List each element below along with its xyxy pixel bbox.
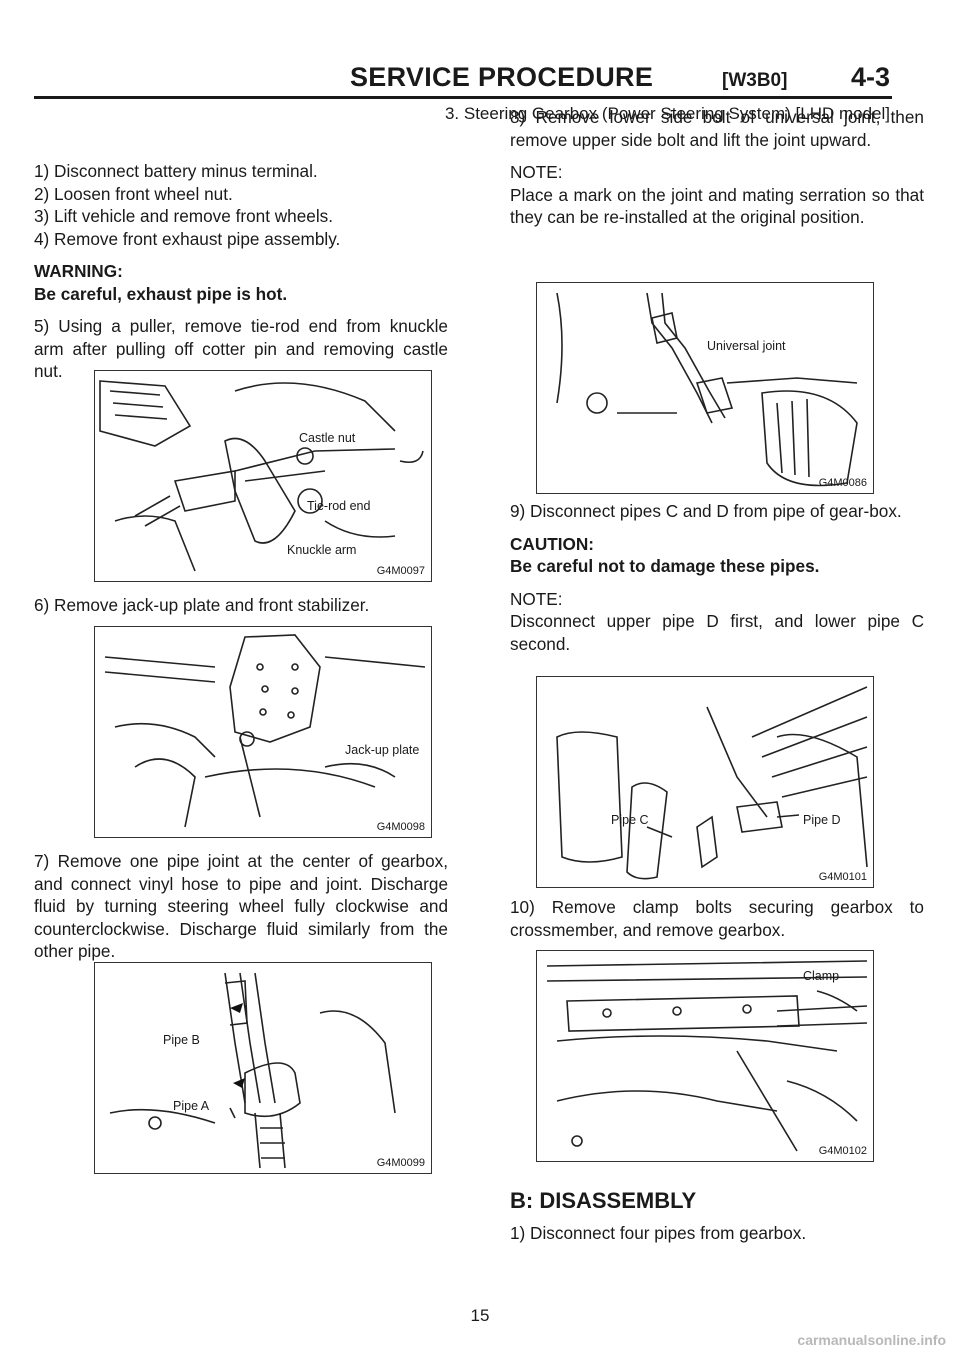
header-rule bbox=[34, 96, 892, 99]
note-label-1: NOTE: bbox=[510, 162, 563, 182]
note-label-2: NOTE: bbox=[510, 588, 563, 609]
figure-jack-up-plate: Jack-up plate G4M0098 bbox=[94, 626, 432, 838]
label-clamp: Clamp bbox=[803, 969, 840, 983]
step-5: 5) Using a puller, remove tie-rod end fr… bbox=[34, 316, 448, 381]
figure-code: G4M0098 bbox=[376, 821, 425, 833]
pipes-illustration bbox=[109, 972, 396, 1169]
universal-joint-illustration bbox=[556, 292, 858, 487]
section-heading-disassembly: B: DISASSEMBLY bbox=[510, 1188, 697, 1213]
label-tie-rod-end: Tie-rod end bbox=[307, 499, 371, 513]
note-text-1: Place a mark on the joint and mating ser… bbox=[510, 184, 924, 228]
header-title: SERVICE PROCEDURE bbox=[350, 62, 654, 92]
figure-universal-joint: Universal joint G4M0086 bbox=[536, 282, 874, 494]
label-universal-joint: Universal joint bbox=[707, 339, 786, 353]
figure-clamp: Clamp G4M0102 bbox=[536, 950, 874, 1162]
figure-code: G4M0086 bbox=[818, 477, 867, 489]
step-2: 2) Loosen front wheel nut. bbox=[34, 183, 233, 204]
step-9: 9) Disconnect pipes C and D from pipe of… bbox=[510, 501, 902, 521]
step-7: 7) Remove one pipe joint at the center o… bbox=[34, 851, 448, 961]
left-column: 1) Disconnect battery minus terminal. 2)… bbox=[34, 160, 448, 393]
figure-code: G4M0102 bbox=[818, 1145, 867, 1157]
figure-code: G4M0101 bbox=[818, 871, 867, 883]
label-castle-nut: Castle nut bbox=[299, 431, 356, 445]
clamp-illustration bbox=[546, 960, 868, 1152]
figure-pipes-c-d: Pipe C Pipe D G4M0101 bbox=[536, 676, 874, 888]
page-header: SERVICE PROCEDURE [W3B0] 4-3 3. Steering… bbox=[34, 62, 892, 126]
header-subtitle: 3. Steering Gearbox (Power Steering Syst… bbox=[444, 104, 890, 123]
header-code: [W3B0] bbox=[722, 70, 788, 91]
header-section-number: 4-3 bbox=[850, 62, 890, 92]
tie-rod-illustration bbox=[99, 380, 424, 572]
figure-tie-rod-end: Castle nut Tie-rod end Knuckle arm G4M00… bbox=[94, 370, 432, 582]
label-pipe-a: Pipe A bbox=[173, 1099, 210, 1113]
pipes-c-d-illustration bbox=[556, 686, 868, 880]
figure-code: G4M0097 bbox=[376, 565, 425, 577]
disassembly-step-1: 1) Disconnect four pipes from gearbox. bbox=[510, 1223, 807, 1243]
footer-watermark: carmanualsonline.info bbox=[797, 1332, 946, 1348]
right-column-top: 8) Remove lower side bolt of universal j… bbox=[510, 106, 924, 239]
step-3: 3) Lift vehicle and remove front wheels. bbox=[34, 206, 334, 226]
warning-label: WARNING: bbox=[34, 261, 123, 281]
page-number: 15 bbox=[470, 1306, 490, 1325]
step-8: 8) Remove lower side bolt of universal j… bbox=[510, 107, 924, 150]
step-1: 1) Disconnect battery minus terminal. bbox=[34, 161, 318, 181]
jack-up-plate-illustration bbox=[104, 634, 426, 828]
right-column-middle: 9) Disconnect pipes C and D from pipe of… bbox=[510, 500, 924, 665]
figure-pipes-a-b: Pipe B Pipe A G4M0099 bbox=[94, 962, 432, 1174]
label-knuckle-arm: Knuckle arm bbox=[287, 543, 357, 557]
caution-label: CAUTION: bbox=[510, 533, 595, 554]
label-pipe-c: Pipe C bbox=[611, 813, 649, 827]
note-text-2: Disconnect upper pipe D first, and lower… bbox=[510, 611, 924, 654]
label-pipe-b: Pipe B bbox=[163, 1033, 200, 1047]
step-6: 6) Remove jack-up plate and front stabil… bbox=[34, 595, 370, 615]
caution-text: Be careful not to damage these pipes. bbox=[510, 556, 820, 576]
step-10: 10) Remove clamp bolts securing gearbox … bbox=[510, 897, 924, 940]
warning-text: Be careful, exhaust pipe is hot. bbox=[34, 283, 288, 304]
figure-code: G4M0099 bbox=[376, 1157, 425, 1169]
label-jack-up-plate: Jack-up plate bbox=[345, 743, 420, 757]
step-4: 4) Remove front exhaust pipe assembly. bbox=[34, 228, 341, 249]
label-pipe-d: Pipe D bbox=[803, 813, 841, 827]
